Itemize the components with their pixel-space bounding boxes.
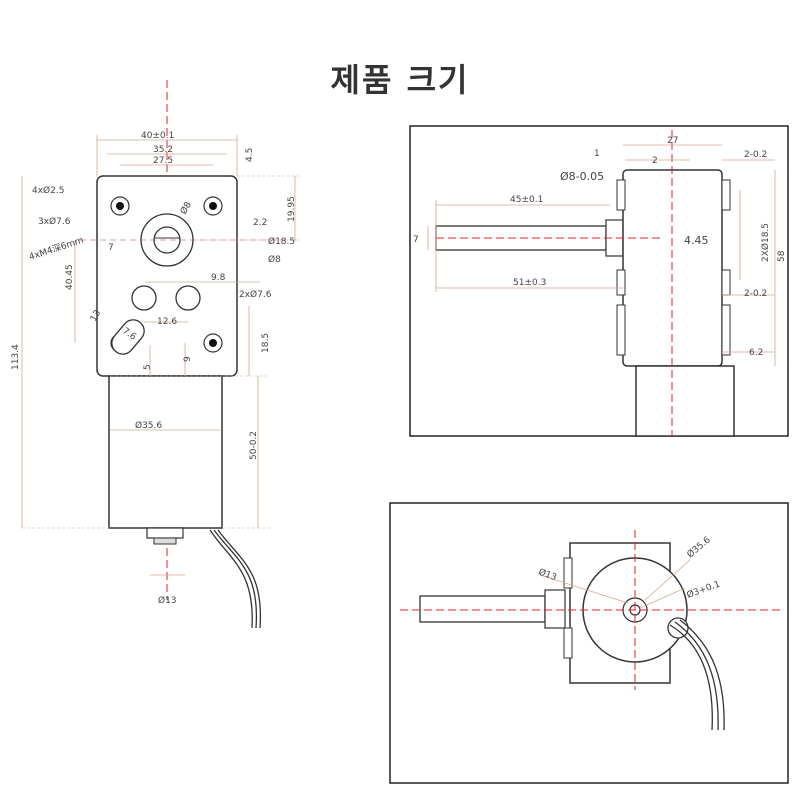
front-wires xyxy=(209,529,253,629)
dim-7: 7 xyxy=(108,243,114,253)
dim-5: 5 xyxy=(143,364,153,370)
side-dim-45: 45±0.1 xyxy=(510,195,543,205)
dim-boss-185: Ø18.5 xyxy=(268,236,295,247)
side-dim-2: 2 xyxy=(652,156,658,166)
side-dim-62: 6.2 xyxy=(749,348,763,358)
dim-98: 9.8 xyxy=(211,273,226,283)
side-dim-2-02-mid: 2-0.2 xyxy=(744,289,767,299)
front-motor xyxy=(108,375,223,529)
side-dim-shaft-dia: Ø8-0.05 xyxy=(560,170,604,183)
side-dim-7: 7 xyxy=(413,235,419,245)
dim-holes-label: 4xØ2.5 xyxy=(32,185,64,196)
side-dim-1: 1 xyxy=(594,149,600,159)
dim-width-total: 40±0.1 xyxy=(141,131,174,141)
dim-bottom-dia: Ø13 xyxy=(158,595,177,606)
end-shaft xyxy=(419,595,546,623)
dim-shaft-8: Ø8 xyxy=(268,254,281,265)
front-slot xyxy=(111,319,145,355)
side-view: 27 1 2 2-0.2 Ø8-0.05 45±0.1 7 4.45 2XØ18… xyxy=(409,125,789,437)
side-dim-51: 51±0.3 xyxy=(513,278,546,288)
front-hole-right xyxy=(175,285,201,311)
side-dim-2x185: 2XØ18.5 xyxy=(760,223,771,262)
dim-width-inner: 27.5 xyxy=(153,156,173,166)
dim-two-holes: 2xØ7.6 xyxy=(239,289,272,300)
dim-4045: 40.45 xyxy=(65,264,75,290)
side-motor xyxy=(635,365,735,437)
dim-offset-22: 2.2 xyxy=(253,218,267,228)
side-dim-445: 4.45 xyxy=(684,234,709,247)
front-shaft xyxy=(153,226,181,254)
dim-top-offset: 4.5 xyxy=(245,148,255,162)
page-title: 제품 크기 xyxy=(330,61,470,99)
dim-9: 9 xyxy=(183,356,193,362)
dim-126: 12.6 xyxy=(157,317,177,327)
dim-height-1995: 19.95 xyxy=(287,196,297,222)
dim-three-holes: 3xØ7.6 xyxy=(38,216,71,227)
side-dim-2-02-top: 2-0.2 xyxy=(744,150,767,160)
end-wires xyxy=(669,624,713,731)
dim-motor-len: 50-0.2 xyxy=(249,431,259,460)
dim-total-height: 113.4 xyxy=(11,344,21,370)
end-view: Ø13 Ø35.6 Ø3+0.1 xyxy=(389,502,789,784)
front-endcap xyxy=(146,527,184,539)
front-hole-left xyxy=(131,285,157,311)
side-dim-27: 27 xyxy=(667,136,678,146)
side-dim-58: 58 xyxy=(777,250,787,262)
dim-185v: 18.5 xyxy=(261,333,271,353)
dim-screw-label: 4xM4深6mm xyxy=(28,235,85,263)
front-view: 40±0.1 35.2 27.5 4.5 4xØ2.5 3xØ7.6 4xM4深… xyxy=(11,80,300,629)
dim-13: 13 xyxy=(89,309,103,324)
dim-width-holes: 35.2 xyxy=(153,145,173,155)
dim-motor-dia: Ø35.6 xyxy=(135,420,162,431)
